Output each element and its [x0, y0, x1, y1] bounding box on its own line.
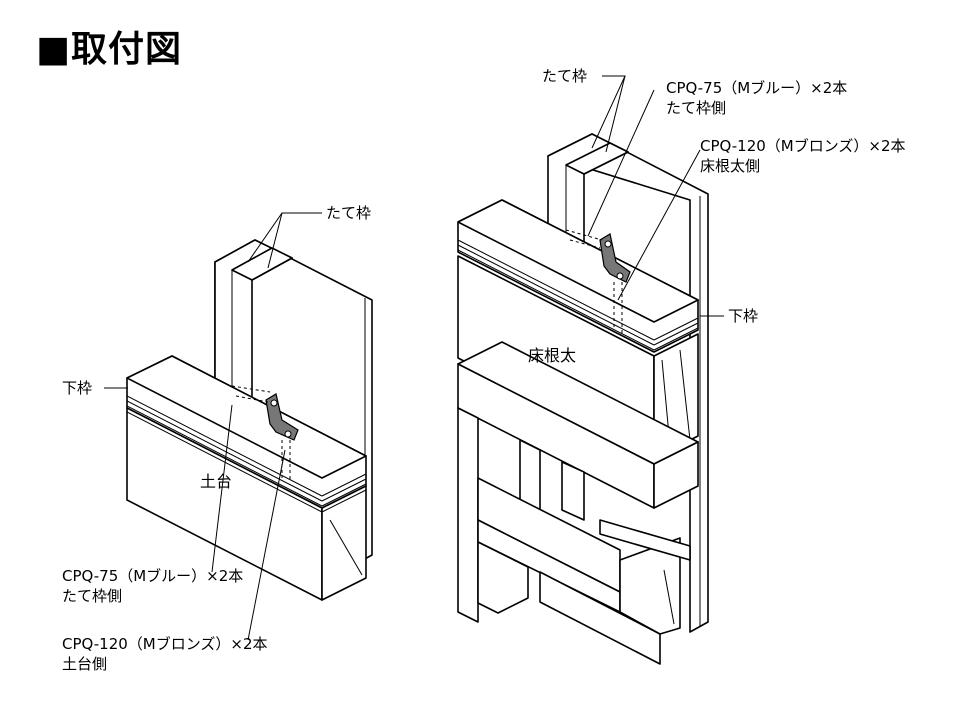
left-bracket-foundation-callout: CPQ-120（Mブロンズ）×2本 土台側	[62, 634, 268, 674]
right-bracket-joist-model: CPQ-120（Mブロンズ）×2本	[700, 137, 906, 155]
right-bracket-stud-model: CPQ-75（Mブルー）×2本	[666, 79, 848, 97]
left-bracket-foundation-model: CPQ-120（Mブロンズ）×2本	[62, 635, 268, 653]
right-joist-label: 床根太	[528, 346, 577, 365]
right-sill-label: 下枠	[728, 307, 759, 325]
left-foundation-label: 土台	[200, 472, 233, 491]
left-sill-label: 下枠	[62, 379, 93, 397]
right-bracket-stud-callout: CPQ-75（Mブルー）×2本 たて枠側	[666, 78, 847, 118]
left-stud-label: たて枠	[326, 204, 372, 222]
left-bracket-stud-side: たて枠側	[62, 587, 123, 605]
right-bracket-joist-side: 床根太側	[700, 157, 761, 175]
left-bracket-foundation-side: 土台側	[62, 655, 108, 673]
left-assembly	[104, 212, 373, 641]
right-assembly	[457, 75, 724, 665]
right-lower-joist	[477, 541, 529, 614]
left-bracket-stud-model: CPQ-75（Mブルー）×2本	[62, 567, 244, 585]
right-bracket-joist-callout: CPQ-120（Mブロンズ）×2本 床根太側	[700, 136, 906, 176]
page-title: ■取付図	[36, 29, 183, 70]
right-stud-label: たて枠	[542, 67, 588, 85]
left-bracket-stud-callout: CPQ-75（Mブルー）×2本 たて枠側	[62, 566, 243, 606]
right-bracket-stud-side: たて枠側	[666, 99, 727, 117]
